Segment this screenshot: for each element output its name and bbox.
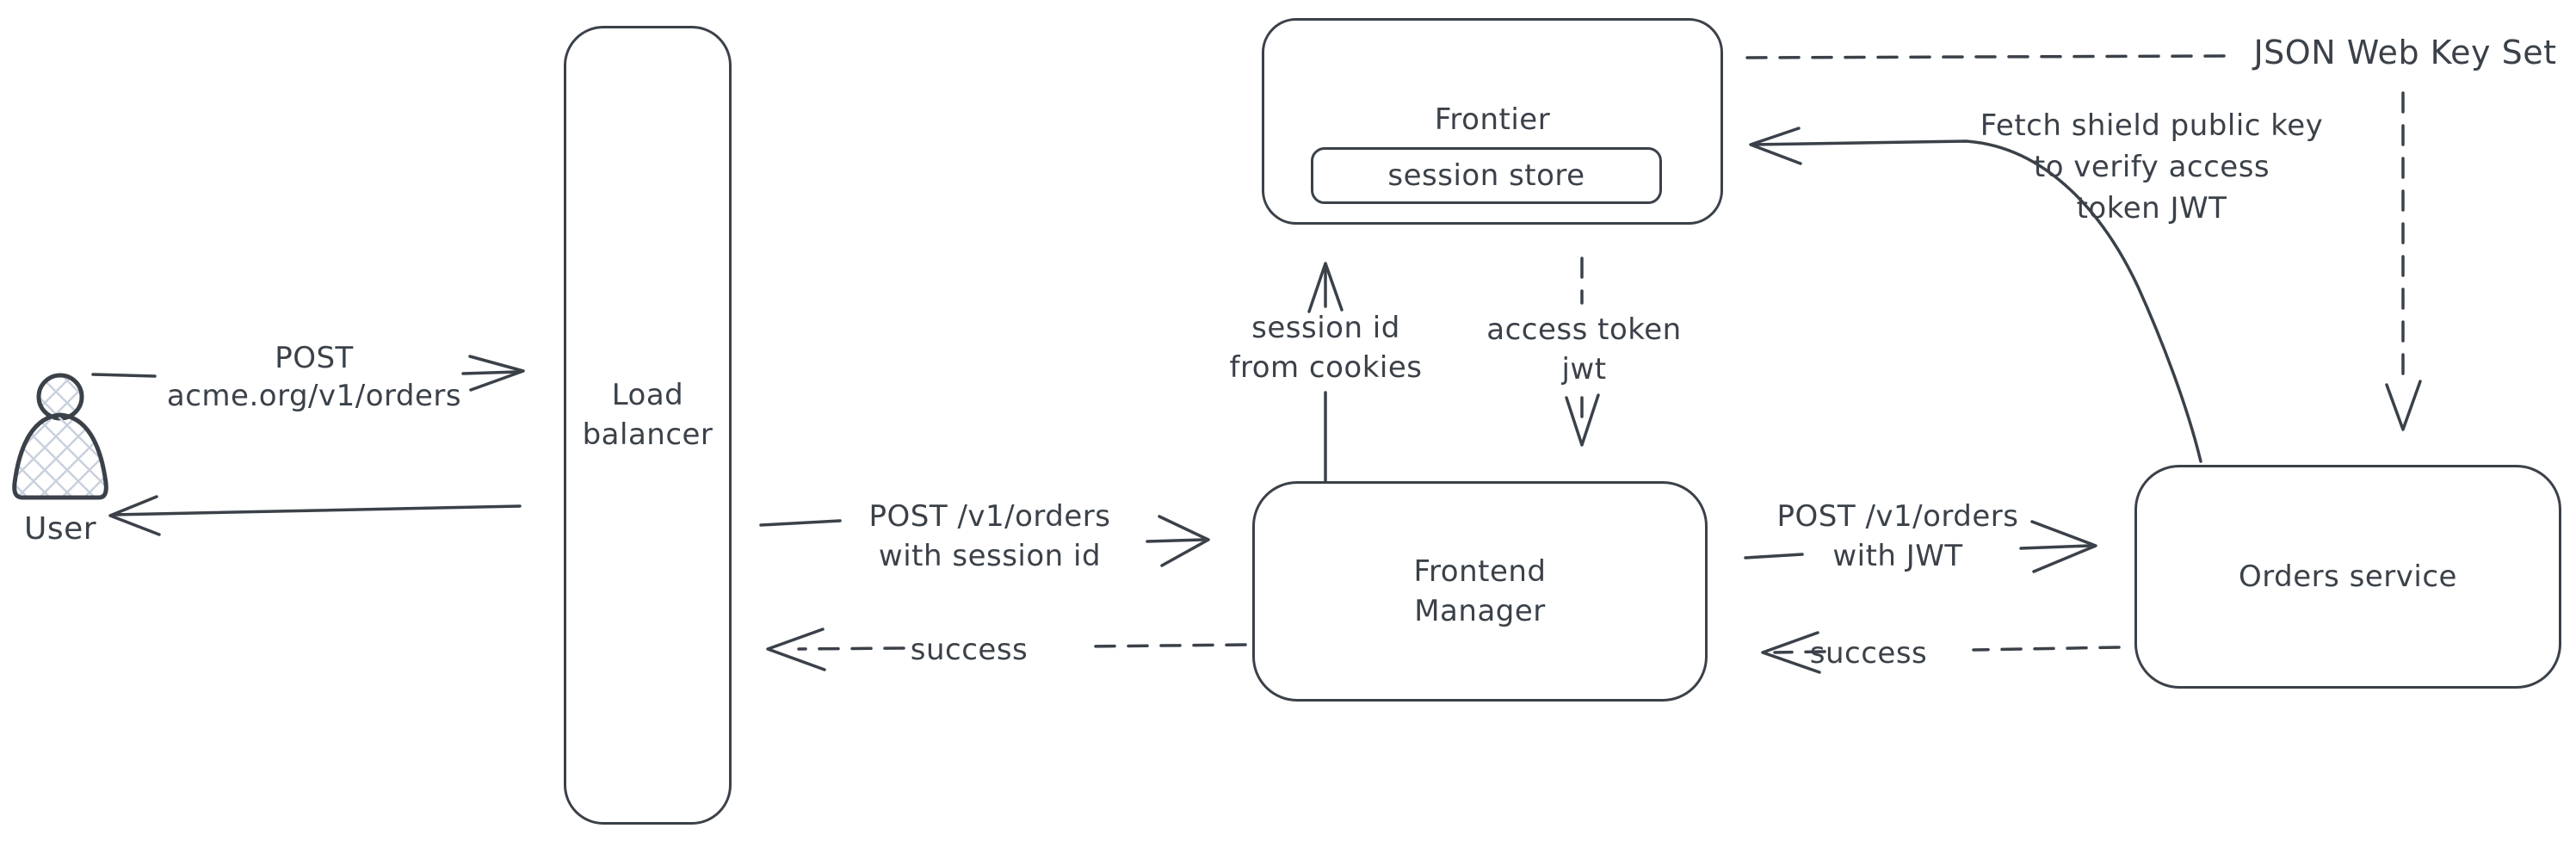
user-icon-body	[12, 412, 108, 500]
edge-label-post-session: POST /v1/orders with session id	[868, 499, 1111, 573]
load-balancer-label: Load balancer	[582, 378, 713, 452]
node-orders-service: Orders service	[2134, 465, 2561, 689]
jwks-line-horizontal	[1745, 54, 2229, 59]
arrow-lb-to-fm-head	[1158, 515, 1210, 567]
user-icon-head	[36, 373, 84, 421]
edge-label-success-left: success	[910, 633, 1029, 667]
frontier-label: Frontier	[1434, 102, 1551, 137]
arrow-fm-to-lb-dash-left	[797, 646, 905, 651]
edge-label-access-token: access token jwt	[1486, 312, 1682, 386]
frontend-manager-label: Frontend Manager	[1413, 554, 1547, 628]
edge-label-fetch-key: Fetch shield public key to verify access…	[1980, 108, 2324, 226]
arrow-fm-to-orders-line	[2019, 544, 2091, 550]
jwks-label: JSON Web Key Set	[2253, 34, 2557, 71]
arrow-orders-to-fm-head	[1761, 631, 1821, 674]
arrow-fm-to-lb-head	[766, 628, 826, 671]
arrow-lb-to-fm-line	[1146, 538, 1205, 543]
arrow-orders-to-frontier-line	[1751, 139, 2202, 463]
arrow-orders-to-frontier-head	[1749, 127, 1802, 165]
orders-service-label: Orders service	[2239, 560, 2457, 594]
arrow-fm-to-lb-dash-right	[1083, 643, 1247, 648]
arrow-fm-to-orders-segment	[1744, 553, 1804, 560]
edge-label-session-cookies: session id from cookies	[1229, 311, 1423, 385]
node-session-store: session store	[1311, 147, 1662, 204]
user-label: User	[23, 511, 97, 547]
arrow-fm-to-orders-head	[2030, 520, 2097, 573]
arrow-user-to-lb-segment	[91, 373, 157, 378]
arrow-orders-to-fm-dash-right	[1972, 646, 2121, 652]
session-store-label: session store	[1387, 158, 1585, 193]
arrow-lb-to-user-head	[108, 495, 161, 536]
jwks-arrow-head	[2385, 380, 2422, 431]
edge-label-post-acme: POST acme.org/v1/orders	[166, 341, 462, 413]
arrow-frontier-to-fm-head	[1565, 393, 1600, 447]
node-frontier: Frontier session store	[1262, 18, 1723, 225]
arrow-fm-to-frontier-head	[1307, 262, 1344, 313]
arrow-user-to-lb-head	[468, 355, 525, 392]
arrow-lb-to-fm-segment	[759, 519, 842, 527]
node-frontend-manager: Frontend Manager	[1252, 481, 1708, 702]
node-load-balancer: Load balancer	[564, 26, 732, 825]
edge-label-success-right: success	[1809, 636, 1928, 671]
user-icon	[12, 373, 108, 500]
arrow-lb-to-user-line	[112, 504, 522, 516]
arrow-user-to-lb-line	[461, 370, 519, 375]
edge-label-post-jwt: POST /v1/orders with JWT	[1776, 499, 2019, 573]
